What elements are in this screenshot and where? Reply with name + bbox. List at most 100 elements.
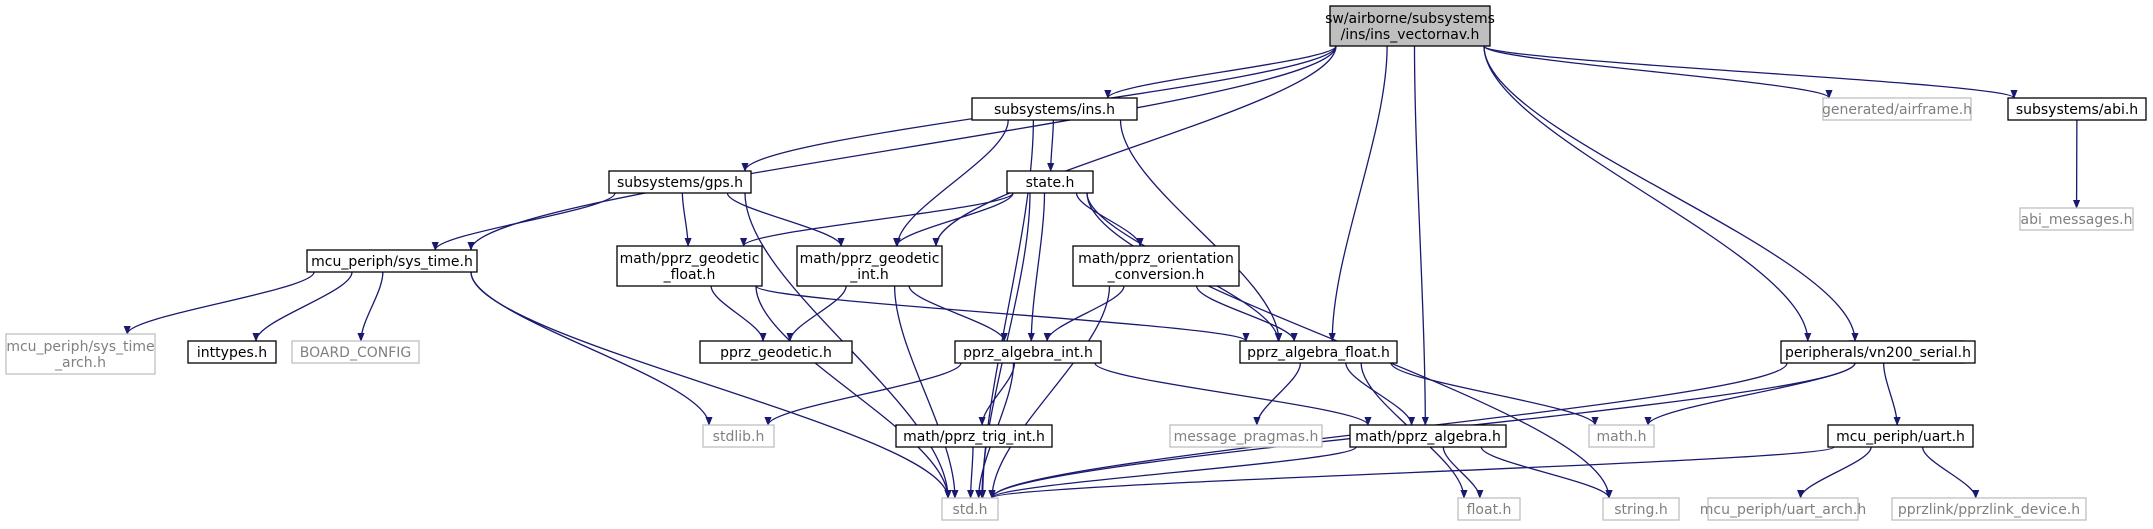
edge-root-to-algebra bbox=[1413, 45, 1429, 426]
edge-geo-float-to-std bbox=[755, 285, 952, 499]
edge-alg-float-to-math bbox=[1390, 362, 1599, 426]
node-label: abi_messages.h bbox=[2021, 212, 2133, 228]
node-board-config: BOARD_CONFIG bbox=[291, 340, 420, 364]
node-label: subsystems/ins.h bbox=[994, 102, 1115, 118]
node-alg-float[interactable]: pprz_algebra_float.h bbox=[1239, 340, 1398, 364]
node-label: string.h bbox=[1614, 502, 1668, 518]
node-label: subsystems/abi.h bbox=[2016, 102, 2138, 118]
edge-sys-time-to-stdlib bbox=[470, 271, 713, 426]
edge-algebra-to-float bbox=[1442, 446, 1484, 499]
node-box bbox=[954, 340, 1102, 364]
node-label: math/pprz_trig_int.h bbox=[903, 429, 1045, 445]
node-vn200[interactable]: peripherals/vn200_serial.h bbox=[1780, 340, 1976, 364]
node-label: mcu_periph/uart.h bbox=[1836, 429, 1965, 445]
node-label: stdlib.h bbox=[713, 429, 765, 445]
edge-ins-to-alg-float bbox=[1119, 119, 1283, 342]
node-sys-time[interactable]: mcu_periph/sys_time.h bbox=[306, 249, 478, 273]
node-box bbox=[699, 340, 853, 364]
edge-alg-float-to-algebra bbox=[1345, 362, 1416, 426]
node-box bbox=[1349, 424, 1507, 448]
node-label: std.h bbox=[953, 502, 988, 518]
node-gps[interactable]: subsystems/gps.h bbox=[608, 170, 752, 194]
node-msg-pragmas: message_pragmas.h bbox=[1169, 424, 1323, 448]
edge-sys-time-to-board-config bbox=[357, 271, 384, 342]
edge-root-to-geo-int bbox=[932, 45, 1337, 247]
node-label: math/pprz_algebra.h bbox=[1355, 429, 1501, 445]
node-std: std.h bbox=[941, 497, 999, 521]
node-geo-int[interactable]: math/pprz_geodetic_int.h bbox=[796, 245, 943, 287]
node-float: float.h bbox=[1457, 497, 1521, 521]
node-box bbox=[702, 424, 775, 448]
edge-gps-to-sys-time bbox=[431, 192, 616, 251]
edge-sys-time-to-inttypes bbox=[252, 271, 353, 342]
node-label: state.h bbox=[1026, 175, 1075, 191]
node-label: inttypes.h bbox=[197, 345, 267, 361]
node-box bbox=[1891, 497, 2087, 521]
node-state[interactable]: state.h bbox=[1006, 170, 1094, 194]
node-alg-int[interactable]: pprz_algebra_int.h bbox=[954, 340, 1102, 364]
edge-alg-int-to-trig-int bbox=[978, 362, 1016, 426]
edge-state-to-geo-int bbox=[893, 192, 1014, 247]
edge-gps-to-geo-int bbox=[726, 192, 845, 247]
edge-trig-int-to-std bbox=[967, 446, 975, 499]
node-box bbox=[616, 245, 763, 287]
edge-uart-to-uart-arch bbox=[1797, 446, 1872, 499]
node-stdlib: stdlib.h bbox=[702, 424, 775, 448]
edge-uart-to-pprzlink bbox=[1921, 446, 1980, 499]
node-label: _int.h bbox=[849, 267, 889, 283]
node-label: pprz_algebra_int.h bbox=[963, 345, 1093, 361]
edge-ins-to-state bbox=[1047, 119, 1055, 172]
node-box bbox=[1588, 424, 1655, 448]
edge-root-to-abi bbox=[1483, 45, 2018, 99]
node-ins[interactable]: subsystems/ins.h bbox=[971, 97, 1138, 121]
edge-isa-to-math bbox=[1644, 362, 1856, 426]
node-box bbox=[1006, 170, 1094, 194]
node-abi-messages: abi_messages.h bbox=[2019, 207, 2134, 231]
node-root[interactable]: sw/airborne/subsystems/ins/ins_vectornav… bbox=[1325, 5, 1495, 47]
node-label: _conversion.h bbox=[1107, 267, 1205, 283]
edge-state-to-orient bbox=[1075, 192, 1144, 247]
node-label: math/pprz_orientation bbox=[1078, 251, 1234, 267]
node-box bbox=[2007, 97, 2147, 121]
edge-alg-int-to-algebra bbox=[1094, 362, 1372, 426]
node-box bbox=[608, 170, 752, 194]
node-box bbox=[1072, 245, 1240, 287]
node-pprz-geodetic[interactable]: pprz_geodetic.h bbox=[699, 340, 853, 364]
node-inttypes[interactable]: inttypes.h bbox=[187, 340, 277, 364]
node-label: math.h bbox=[1597, 429, 1647, 445]
node-label: mcu_periph/sys_time bbox=[6, 339, 154, 355]
node-box bbox=[1169, 424, 1323, 448]
node-uart-arch: mcu_periph/uart_arch.h bbox=[1700, 497, 1866, 521]
node-label: peripherals/vn200_serial.h bbox=[1785, 345, 1971, 361]
node-geo-float[interactable]: math/pprz_geodetic_float.h bbox=[616, 245, 763, 287]
edge-geo-int-to-alg-int bbox=[908, 285, 1008, 342]
node-pprzlink: pprzlink/pprzlink_device.h bbox=[1891, 497, 2087, 521]
node-abi[interactable]: subsystems/abi.h bbox=[2007, 97, 2147, 121]
node-uart[interactable]: mcu_periph/uart.h bbox=[1827, 424, 1974, 448]
node-orient[interactable]: math/pprz_orientation_conversion.h bbox=[1072, 245, 1240, 287]
edge-uart-to-std bbox=[988, 446, 1835, 499]
node-algebra[interactable]: math/pprz_algebra.h bbox=[1349, 424, 1507, 448]
edge-root-to-airframe bbox=[1483, 45, 1833, 99]
node-box bbox=[5, 333, 156, 375]
node-sys-time-arch: mcu_periph/sys_time_arch.h bbox=[5, 333, 156, 375]
node-trig-int[interactable]: math/pprz_trig_int.h bbox=[895, 424, 1053, 448]
nodes: sw/airborne/subsystems/ins/ins_vectornav… bbox=[5, 5, 2147, 521]
node-box bbox=[2019, 207, 2134, 231]
edge-orient-to-alg-int bbox=[1043, 285, 1125, 342]
edge-alg-int-to-stdlib bbox=[764, 362, 962, 426]
node-label: float.h bbox=[1467, 502, 1512, 518]
node-label: pprz_geodetic.h bbox=[720, 345, 832, 361]
node-box bbox=[941, 497, 999, 521]
node-label: mcu_periph/uart_arch.h bbox=[1700, 502, 1866, 518]
edge-geo-float-to-pprz-geodetic bbox=[710, 285, 767, 342]
node-string: string.h bbox=[1602, 497, 1680, 521]
node-label: sw/airborne/subsystems bbox=[1325, 11, 1495, 27]
edge-state-to-geo-float bbox=[740, 192, 1014, 247]
node-label: math/pprz_geodetic bbox=[800, 251, 940, 267]
node-box bbox=[1707, 497, 1859, 521]
node-box bbox=[1822, 97, 1972, 121]
edge-geo-int-to-pprz-geodetic bbox=[786, 285, 847, 342]
edge-sys-time-to-sys-time-arch bbox=[123, 271, 315, 335]
